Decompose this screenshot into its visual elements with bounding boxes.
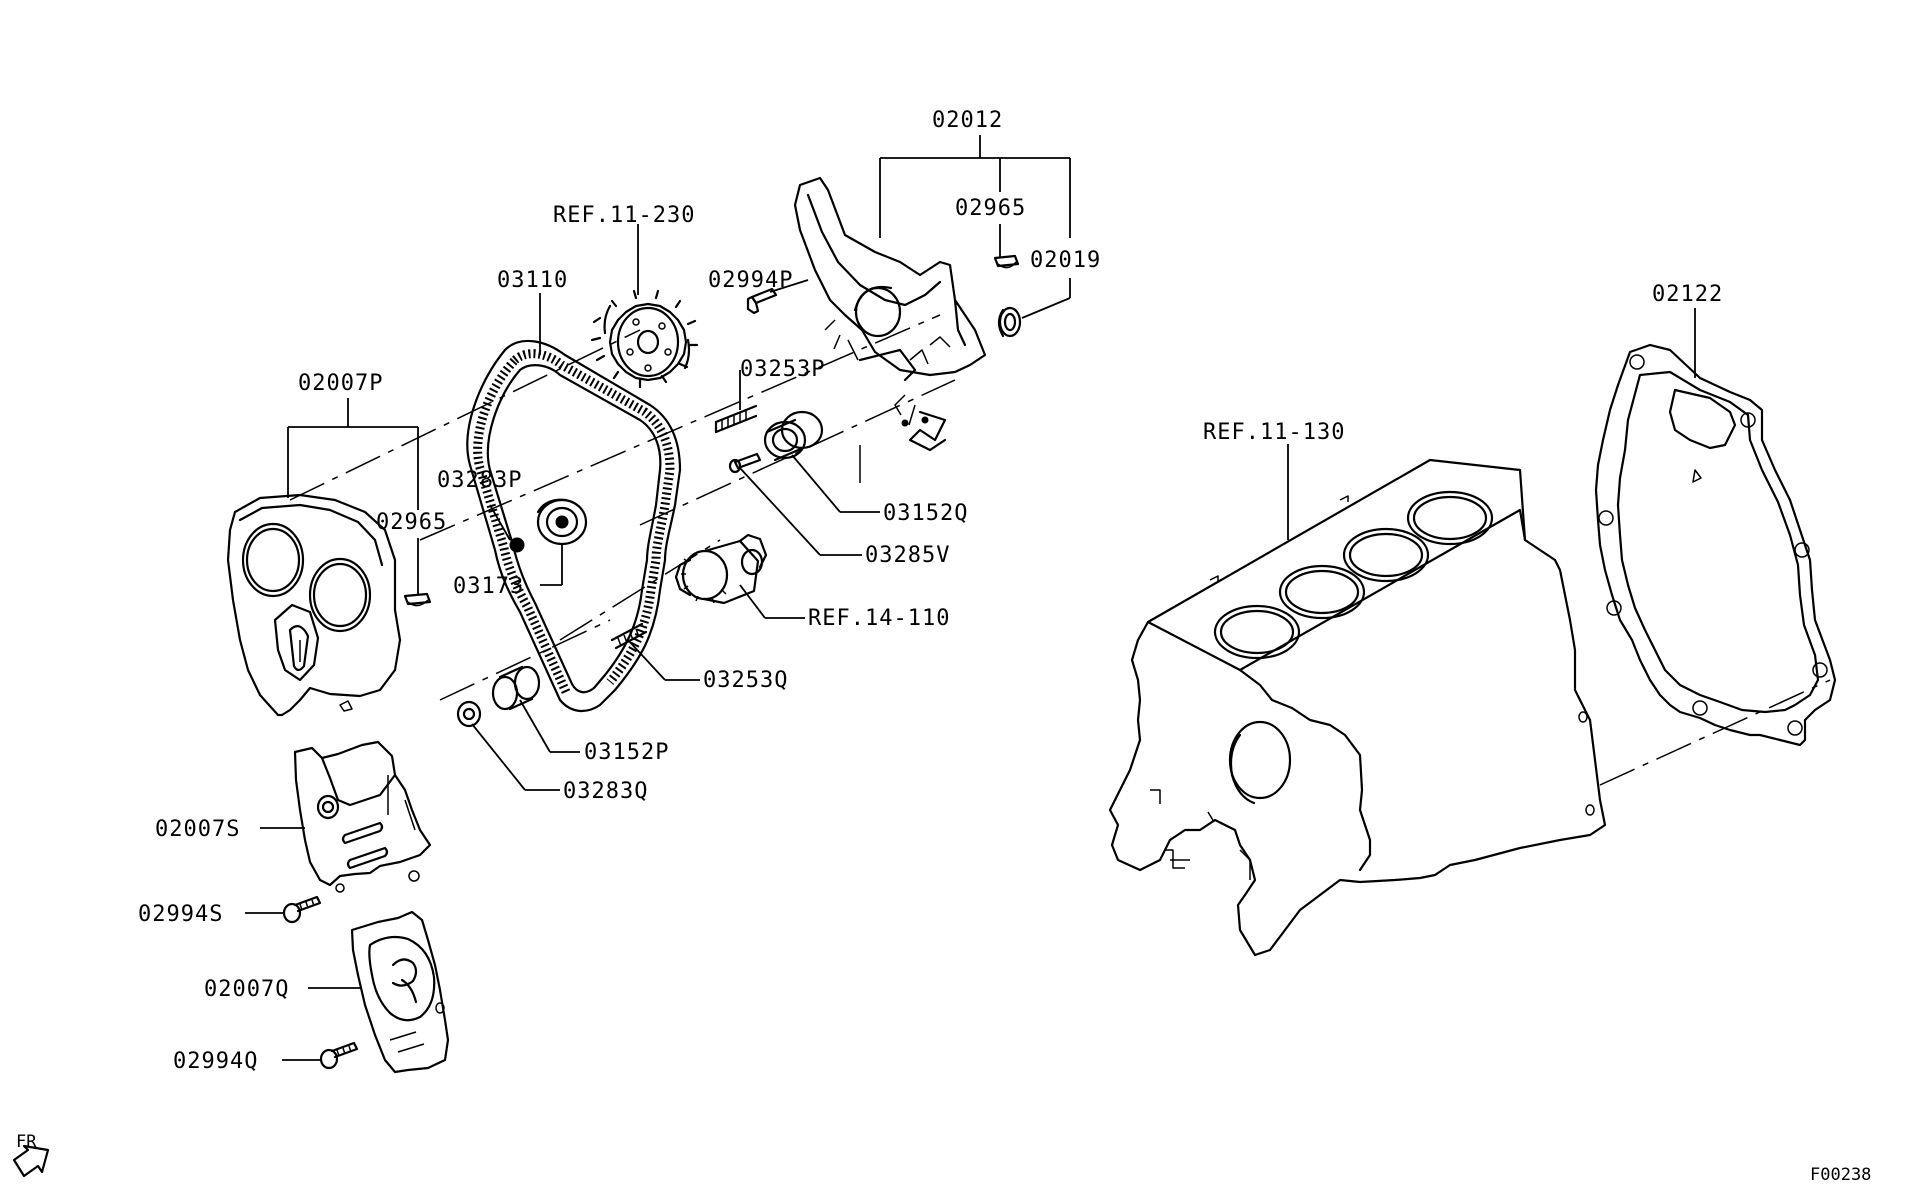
bolt-idler [728,452,762,474]
leader-lines [245,135,1696,1061]
callout-labels: 02012 02965 02019 02994P REF.11-230 0311… [16,108,1871,1185]
label-03152P: 03152P [584,740,669,765]
label-fr: FR [16,1132,37,1152]
oil-seal [997,306,1022,338]
camshaft-sprocket [590,289,699,389]
label-03283P: 03283P [437,468,522,493]
front-upper-timing-cover [226,493,402,717]
label-02019: 02019 [1030,248,1101,273]
label-03253P: 03253P [740,357,825,382]
label-03253Q: 03253Q [703,668,788,693]
label-ref-14-110: REF.14-110 [808,606,950,631]
label-02965-top: 02965 [955,196,1026,221]
label-02007S: 02007S [155,817,240,842]
label-02994P: 02994P [708,268,793,293]
label-02007P: 02007P [298,371,383,396]
label-ref-11-230: REF.11-230 [553,203,695,228]
front-direction-arrow-icon [12,1144,50,1178]
spacer-collar [491,665,541,711]
label-02122: 02122 [1652,282,1723,307]
lower-timing-cover-middle [293,740,432,887]
water-pump [674,533,768,605]
label-03173: 03173 [453,574,524,599]
bolt-upper [746,287,778,315]
label-figure-code: F00238 [1810,1165,1871,1185]
clip-left [403,592,432,607]
label-03285V: 03285V [865,543,950,568]
bolt-lower-middle [282,883,345,924]
stud-bolt-lower [610,622,648,650]
timing-belt [466,339,682,713]
label-02994S: 02994S [138,902,223,927]
label-ref-11-130: REF.11-130 [1203,420,1345,445]
bolt-lower-bottom [319,1041,359,1070]
stud-bolt-upper [714,404,758,434]
label-02994Q: 02994Q [173,1049,258,1074]
tensioner-pulley [509,498,588,553]
alignment-lines [289,314,1831,786]
label-02965-left: 02965 [376,510,447,535]
rear-timing-cover [793,176,987,452]
nut-lower [456,700,482,728]
label-02007Q: 02007Q [204,977,289,1002]
label-03152Q: 03152Q [883,501,968,526]
idler-pulley-upper [763,410,824,462]
label-02012: 02012 [932,108,1003,133]
lower-timing-cover-bottom [350,910,450,1074]
label-03110: 03110 [497,268,568,293]
engine-block [1108,458,1607,957]
label-03283Q: 03283Q [563,779,648,804]
gasket [1594,343,1837,747]
clip-top [993,254,1020,269]
